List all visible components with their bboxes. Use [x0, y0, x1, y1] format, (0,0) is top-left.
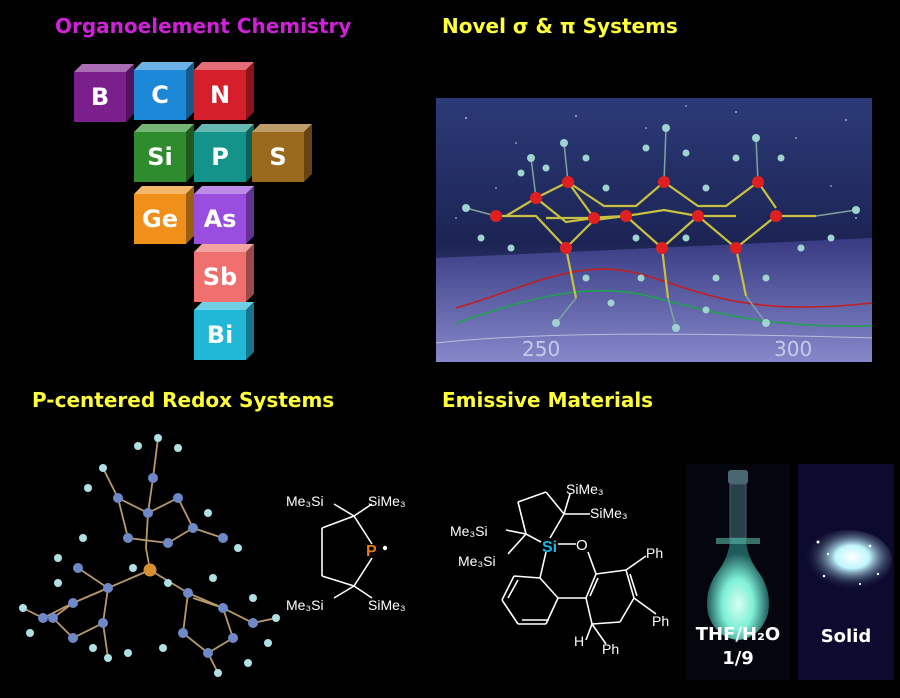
element-symbol: Bi: [206, 321, 234, 349]
element-symbol: B: [90, 83, 110, 111]
element-symbol: S: [269, 143, 287, 171]
molecular-rendering-image: 250 300: [435, 98, 873, 362]
title-novel-systems: Novel σ & π Systems: [442, 14, 678, 38]
solid-caption: Solid: [820, 626, 872, 647]
element-symbol: Ge: [142, 205, 178, 233]
label-sime3-mid: SiMe₃: [590, 505, 628, 521]
element-cube-sb: Sb: [194, 244, 254, 302]
label-me3si-bottom-left: Me₃Si: [286, 597, 324, 613]
silole-fused-structure: SiMe₃ SiMe₃ Me₃Si Me₃Si Si O Ph Ph Ph H: [446, 474, 686, 684]
element-cube-p: P: [194, 124, 254, 182]
element-symbol: P: [211, 143, 229, 171]
label-me3si-top-left: Me₃Si: [286, 493, 324, 509]
title-emissive-materials: Emissive Materials: [442, 388, 654, 412]
element-cube-b: B: [74, 64, 134, 122]
label-sime3-bottom-right: SiMe₃: [368, 597, 406, 613]
spectrum-tick-300: 300: [774, 337, 812, 361]
hydrogen-carbon-atoms: [462, 124, 860, 332]
element-symbol: N: [209, 81, 231, 109]
silicon-atoms: [490, 176, 782, 254]
phospholanyl-radical-structure: Me₃Si SiMe₃ Me₃Si SiMe₃ P: [284, 486, 434, 616]
label-sime3-top-right: SiMe₃: [368, 493, 406, 509]
oxygen-atom-label: O: [576, 537, 588, 554]
title-p-centered-redox: P-centered Redox Systems: [32, 388, 335, 412]
label-ph-1: Ph: [646, 545, 663, 561]
substituent-bonds: [465, 127, 857, 329]
spectrum-tick-250: 250: [522, 337, 560, 361]
element-cube-s: S: [252, 124, 312, 182]
label-me3si-a: Me₃Si: [450, 523, 488, 539]
element-symbol: C: [151, 81, 169, 109]
element-cube-ge: Ge: [134, 186, 194, 244]
phosphorus-atom-label: P: [366, 543, 377, 560]
label-ph-2: Ph: [652, 613, 669, 629]
radical-dot: [382, 545, 388, 551]
element-cube-si: Si: [134, 124, 194, 182]
element-symbol: As: [203, 205, 237, 233]
label-h: H: [574, 633, 584, 649]
element-symbol: Si: [147, 143, 173, 171]
title-organoelement-chemistry: Organoelement Chemistry: [55, 14, 352, 38]
label-me3si-b: Me₃Si: [458, 553, 496, 569]
element-cube-n: N: [194, 62, 254, 120]
element-symbol: Sb: [202, 263, 238, 291]
flask-emission-photo: THF/H₂O 1/9: [686, 464, 790, 680]
flask-caption-solvent: THF/H₂O: [695, 624, 781, 645]
element-cube-c: C: [134, 62, 194, 120]
silicon-atom-label: Si: [542, 539, 557, 556]
molecular-rendering-panel: 250 300: [435, 98, 873, 362]
solid-emission-photo: Solid: [798, 464, 894, 680]
element-cube-as: As: [194, 186, 254, 244]
element-cube-bi: Bi: [194, 302, 254, 360]
flask-caption-ratio: 1/9: [722, 648, 754, 669]
label-ph-3: Ph: [602, 641, 619, 657]
label-sime3-top: SiMe₃: [566, 481, 604, 497]
triarylphosphine-3d-model: [18, 418, 288, 680]
